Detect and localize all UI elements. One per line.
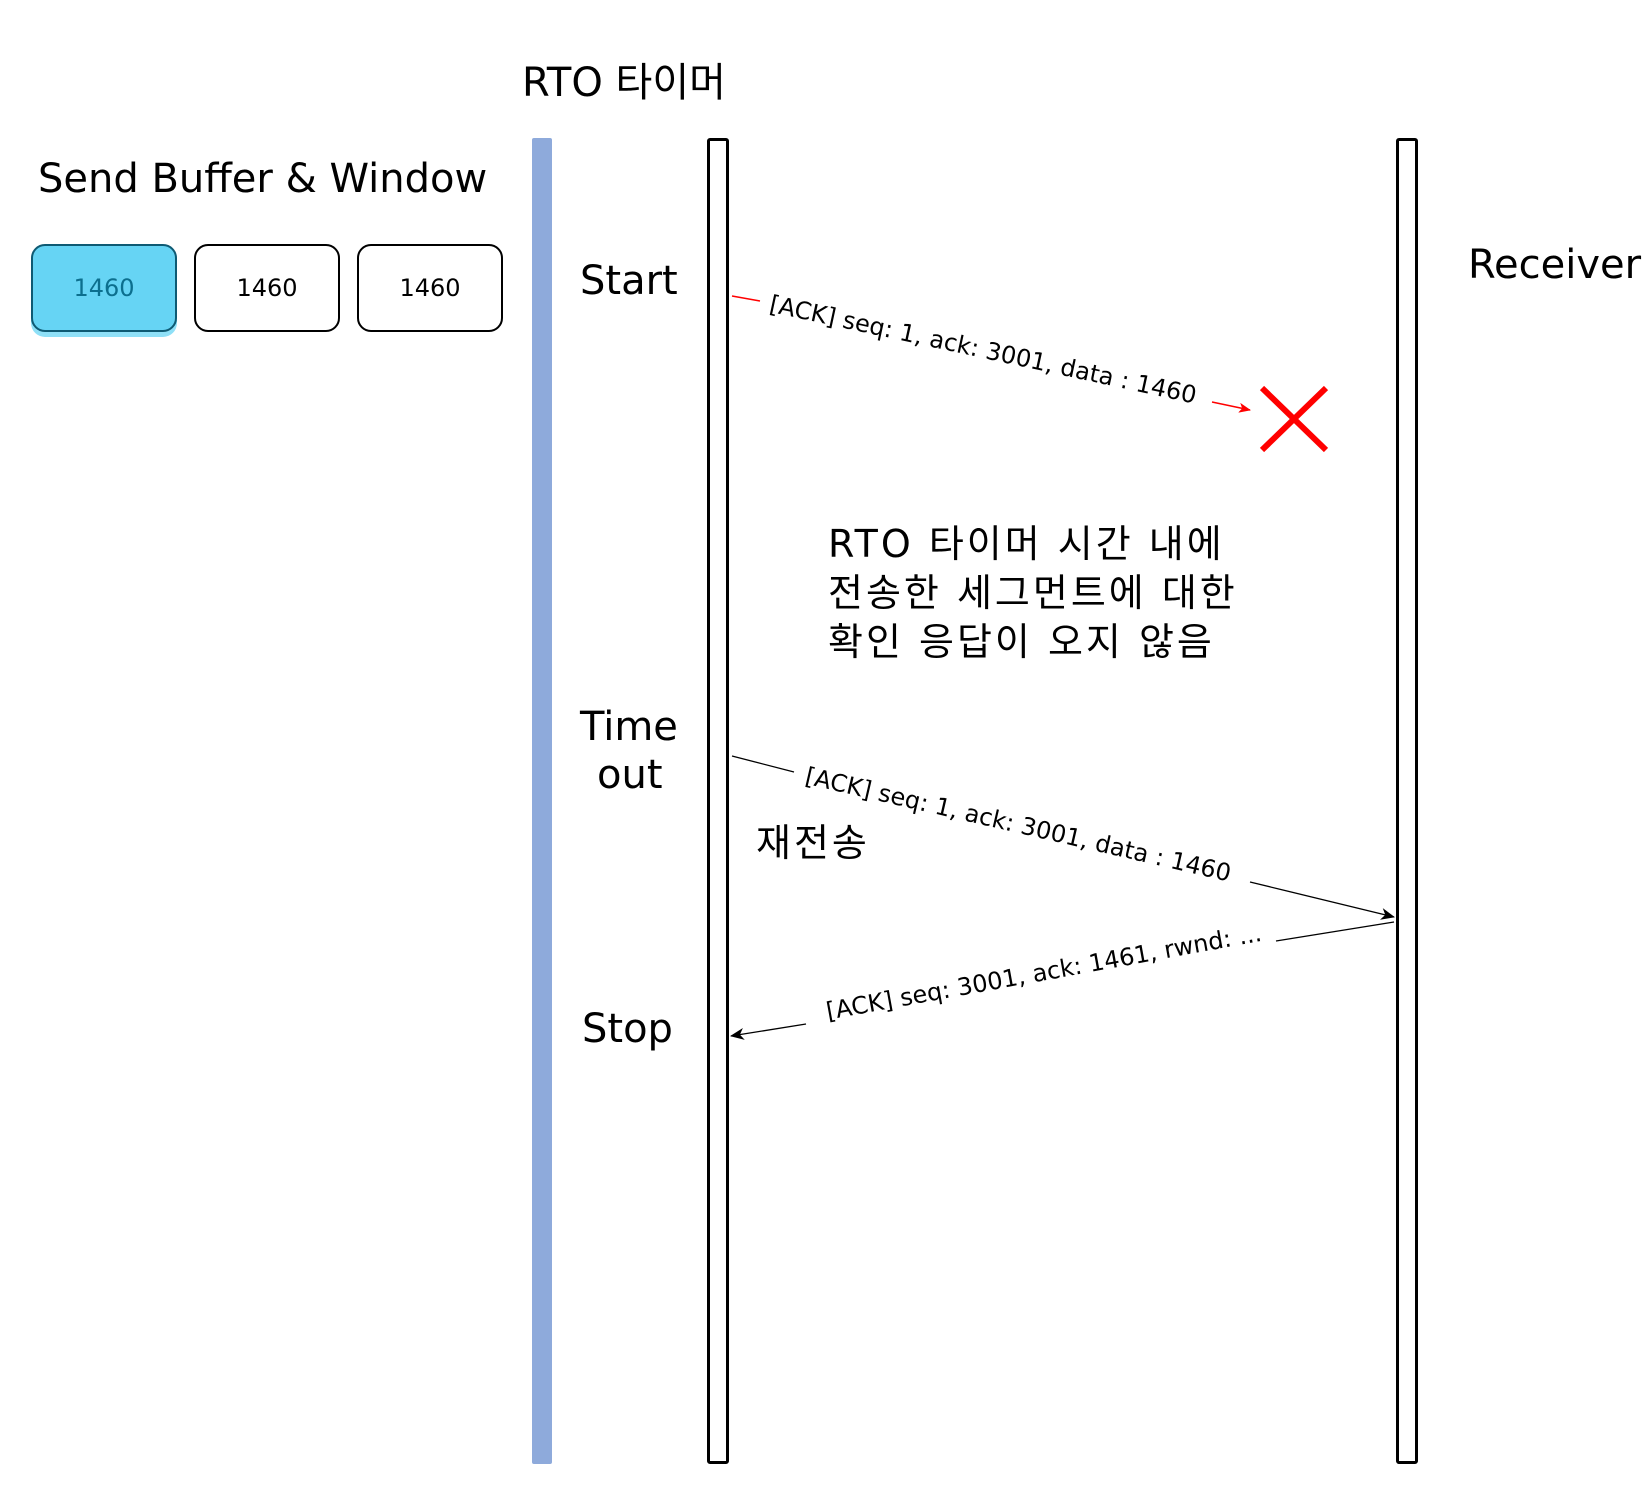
reply-arrow-start bbox=[1275, 921, 1395, 942]
sender-lifeline bbox=[707, 138, 729, 1464]
event-stop: Stop bbox=[582, 1006, 673, 1052]
reply-arrow-head bbox=[730, 1023, 807, 1040]
timeout-note-line1: RTO 타이머 시간 내에 bbox=[828, 522, 1225, 566]
receiver-label: Receiver bbox=[1468, 242, 1642, 288]
timer-title: RTO 타이머 bbox=[522, 60, 726, 106]
event-timeout-line1: Time bbox=[580, 704, 678, 750]
lost-x-icon bbox=[1259, 385, 1329, 453]
event-timeout-line2: out bbox=[597, 752, 663, 798]
retransmit-arrow-start bbox=[731, 755, 795, 773]
lost-arrow-head bbox=[1211, 401, 1251, 413]
buffer-segment-active: 1460 bbox=[31, 244, 177, 332]
lost-arrow-start bbox=[731, 295, 761, 302]
retransmit-label: 재전송 bbox=[756, 821, 870, 865]
send-buffer-title: Send Buffer & Window bbox=[38, 156, 488, 202]
receiver-lifeline bbox=[1396, 138, 1418, 1464]
buffer-segment: 1460 bbox=[194, 244, 340, 332]
rto-timer-bar bbox=[532, 138, 552, 1464]
event-start: Start bbox=[580, 258, 678, 304]
timeout-note-line3: 확인 응답이 오지 않음 bbox=[828, 620, 1215, 664]
timeout-note-line2: 전송한 세그먼트에 대한 bbox=[828, 571, 1238, 615]
retransmit-arrow-head bbox=[1249, 881, 1395, 920]
buffer-segment: 1460 bbox=[357, 244, 503, 332]
